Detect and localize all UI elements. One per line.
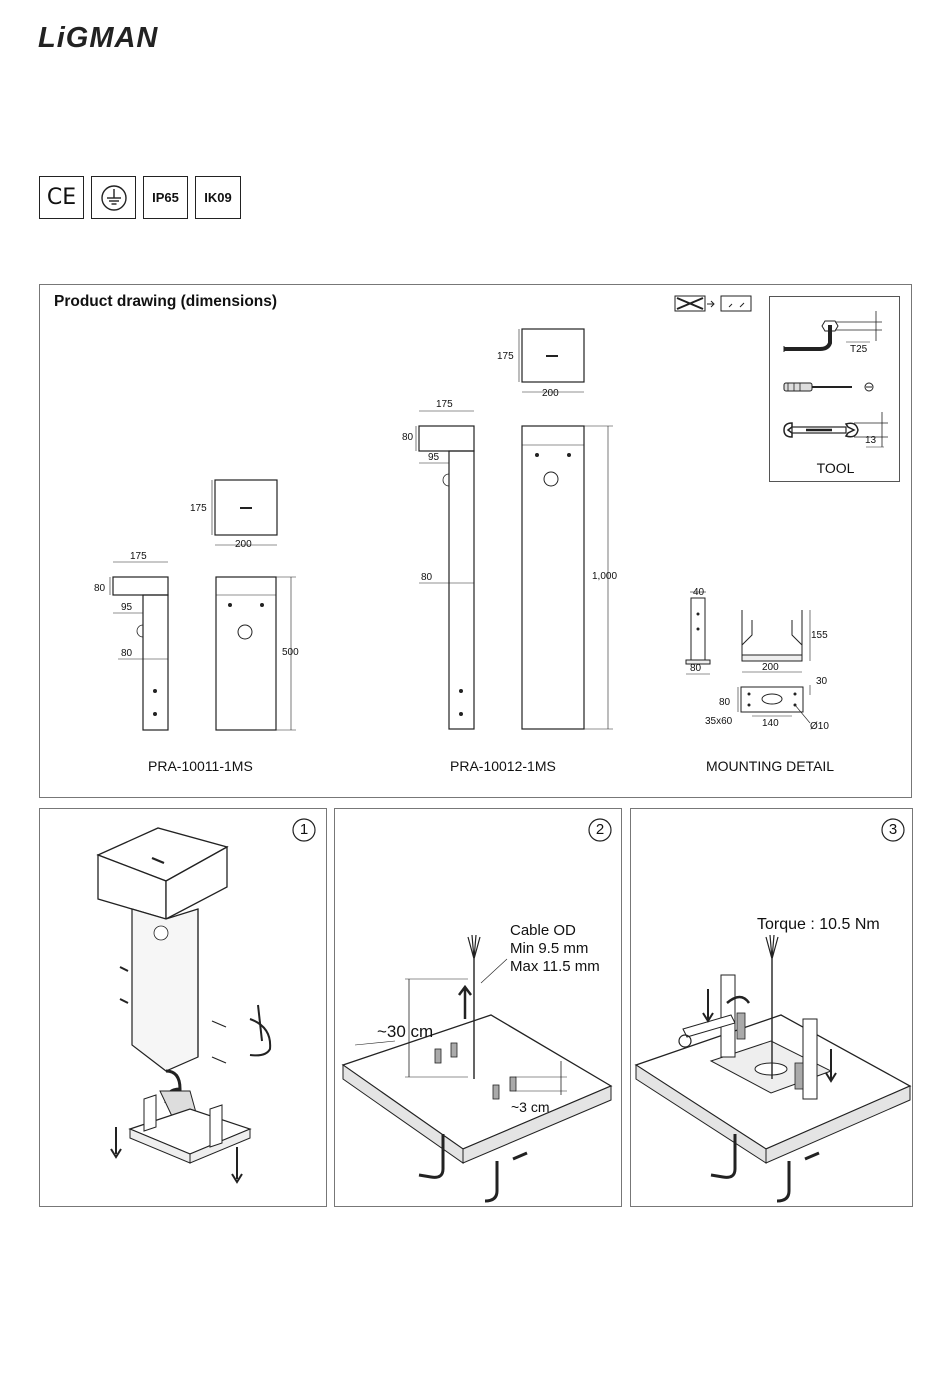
protrusion-label: ~3 cm [511, 1099, 550, 1115]
product-drawing-panel: Product drawing (dimensions) [39, 284, 912, 798]
cable-od-label: Cable OD [510, 922, 576, 939]
ip-rating-badge: IP65 [143, 176, 188, 219]
cable-min-label: Min 9.5 mm [510, 940, 588, 957]
step-1-number: 1 [293, 821, 315, 838]
step-2-panel: 2 Cable OD Min 9.5 mm Max 11.5 mm ~30 cm… [334, 808, 622, 1207]
mount-dim-a: 40 [693, 587, 704, 598]
m1-arm-offset-dim: 95 [121, 602, 132, 613]
bollard-illustration [98, 828, 270, 1182]
m1-head-width-dim: 175 [130, 551, 147, 562]
model1-top-view [212, 480, 277, 545]
m1-head-height-dim: 80 [94, 583, 105, 594]
m1-pole-width-dim: 80 [121, 648, 132, 659]
ik-rating-badge: IK09 [195, 176, 241, 219]
mount-dim-i: Ø10 [810, 721, 829, 732]
m2-head-width-dim: 175 [436, 399, 453, 410]
cable-length-label: ~30 cm [377, 1022, 433, 1042]
bracket-fixing-illustration [636, 935, 910, 1201]
ce-mark-icon: CE [39, 176, 84, 219]
mount-dim-f: 80 [719, 697, 730, 708]
dimension-drawings [40, 285, 913, 799]
m2-arm-offset-dim: 95 [428, 452, 439, 463]
model2-top-view [519, 329, 584, 392]
model1-side-view [110, 562, 168, 730]
cable-max-label: Max 11.5 mm [510, 958, 600, 975]
m1-height-dim: 500 [282, 647, 299, 658]
m2-pole-width-dim: 80 [421, 572, 432, 583]
step-3-panel: 3 Torque : 10.5 Nm [630, 808, 913, 1207]
mounting-detail-drawing [686, 592, 810, 723]
m1-top-width-dim: 200 [235, 539, 252, 550]
mount-dim-e: 30 [816, 676, 827, 687]
model1-name: PRA-10011-1MS [148, 758, 253, 774]
step-2-number: 2 [589, 821, 611, 838]
m2-height-dim: 1,000 [592, 571, 617, 582]
class-1-earth-icon [91, 176, 136, 219]
mount-dim-c: 200 [762, 662, 779, 673]
m2-top-depth-dim: 175 [497, 351, 514, 362]
m2-top-width-dim: 200 [542, 388, 559, 399]
model2-name: PRA-10012-1MS [450, 758, 556, 774]
torque-label: Torque : 10.5 Nm [757, 916, 880, 934]
mount-dim-g: 35x60 [705, 716, 732, 727]
model2-side-view [416, 411, 474, 729]
brand-logo: LiGMAN [38, 22, 158, 55]
mount-dim-h: 140 [762, 718, 779, 729]
mounting-detail-label: MOUNTING DETAIL [706, 758, 834, 774]
step-1-panel: 1 [39, 808, 327, 1207]
mount-dim-b: 80 [690, 663, 701, 674]
m2-head-height-dim: 80 [402, 432, 413, 443]
mount-dim-d: 155 [811, 630, 828, 641]
step-3-number: 3 [882, 821, 904, 838]
m1-top-depth-dim: 175 [190, 503, 207, 514]
